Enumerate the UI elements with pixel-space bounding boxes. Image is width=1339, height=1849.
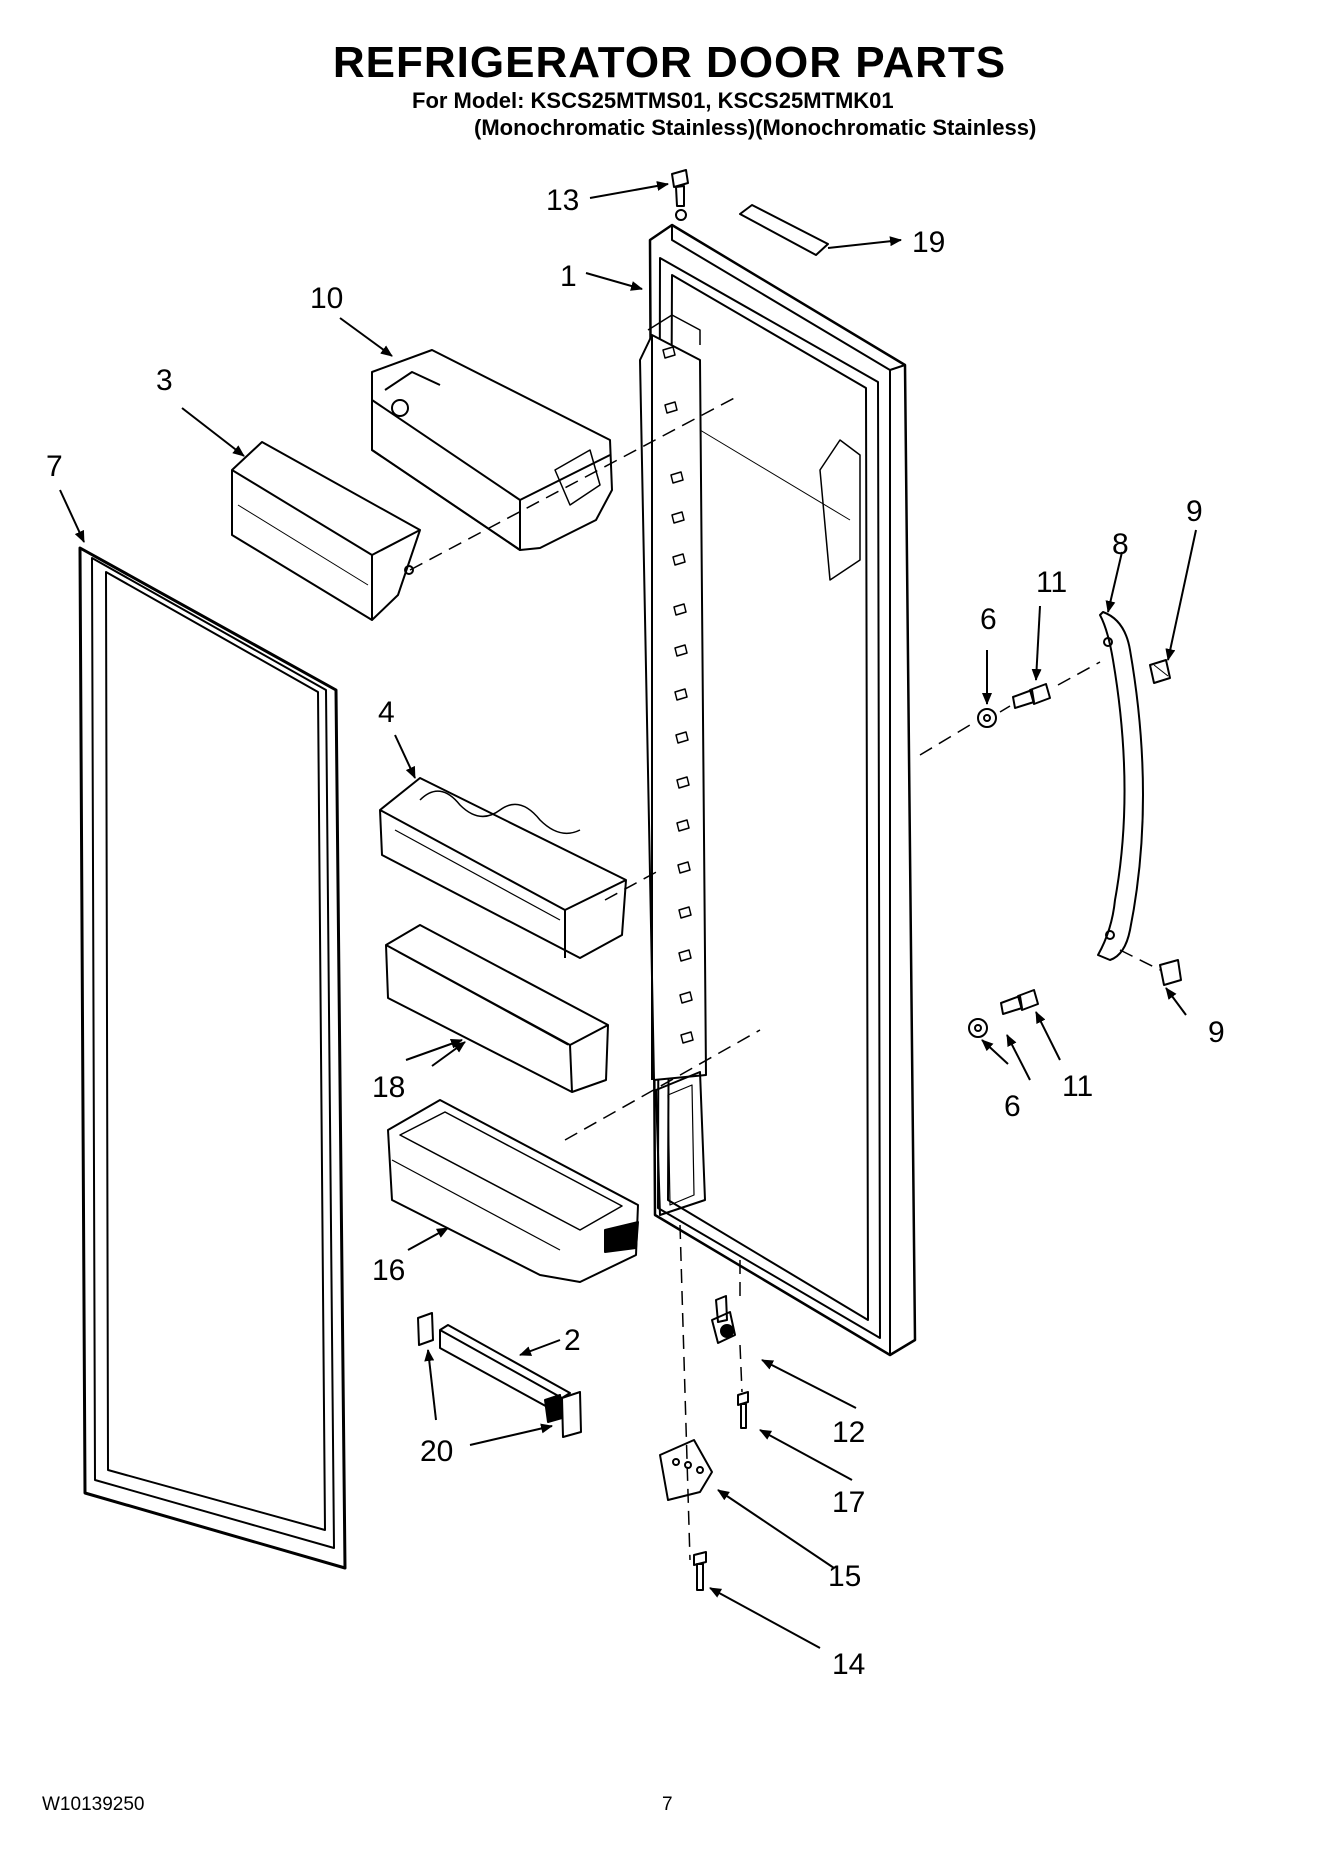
callout-leaders [59,181,1197,1649]
handle-screw-bottom-part [1159,959,1182,986]
callout-20: 20 [420,1435,454,1468]
callout-6-bottom: 6 [1004,1090,1021,1123]
model-line: For Model: KSCS25MTMS01, KSCS25MTMK01 [412,88,894,113]
bottom-screw-part [693,1551,707,1591]
callout-2: 2 [564,1324,581,1357]
assembly-lines [409,394,1161,1561]
callout-1: 1 [560,260,577,293]
top-hinge-pin-part [671,169,689,221]
bottom-hinge-part [711,1295,736,1344]
finish-line: (Monochromatic Stainless)(Monochromatic … [474,115,1037,140]
callout-6-top: 6 [980,603,997,636]
handle-spacer-bottom-part [968,1018,988,1038]
can-rack-part [379,777,627,959]
callout-18: 18 [372,1071,406,1104]
callout-19: 19 [912,226,946,259]
callout-9-top: 9 [1186,495,1203,528]
dispenser-bracket-part [371,349,613,551]
callout-15: 15 [828,1560,862,1593]
document-number: W10139250 [42,1794,145,1815]
callout-14: 14 [832,1648,866,1681]
callout-11-bottom: 11 [1062,1070,1094,1103]
callout-7: 7 [46,450,63,483]
door-gasket-part [78,546,347,1570]
callout-4: 4 [378,696,395,729]
callout-11-top: 11 [1036,566,1068,599]
door-liner-part [639,223,917,1357]
large-door-bin-part [387,1099,639,1283]
small-door-bin-part [385,924,609,1093]
callout-12: 12 [832,1416,866,1449]
callout-10: 10 [310,282,344,315]
dispenser-cover-part [231,441,421,621]
callout-3: 3 [156,364,173,397]
door-trim-strip-part [739,204,829,256]
callout-17: 17 [832,1486,866,1519]
shoulder-screw-top-part [1012,683,1051,709]
hinge-bracket-part [659,1439,713,1501]
door-handle-part [1097,611,1144,961]
handle-spacer-top-part [977,708,997,728]
liner-shelf-slots [662,346,694,1044]
callout-16: 16 [372,1254,406,1287]
callout-9-bottom: 9 [1208,1016,1225,1049]
diagram-title: REFRIGERATOR DOOR PARTS [332,38,1007,87]
hinge-screw-part [737,1391,749,1429]
handle-screw-top-part [1149,659,1171,684]
door-stop-clips-part [417,1312,582,1438]
door-stop-part [439,1324,571,1423]
callout-8: 8 [1112,528,1129,561]
page-number: 7 [662,1794,673,1815]
shoulder-screw-bottom-part [1000,989,1039,1015]
callout-13: 13 [546,184,580,217]
